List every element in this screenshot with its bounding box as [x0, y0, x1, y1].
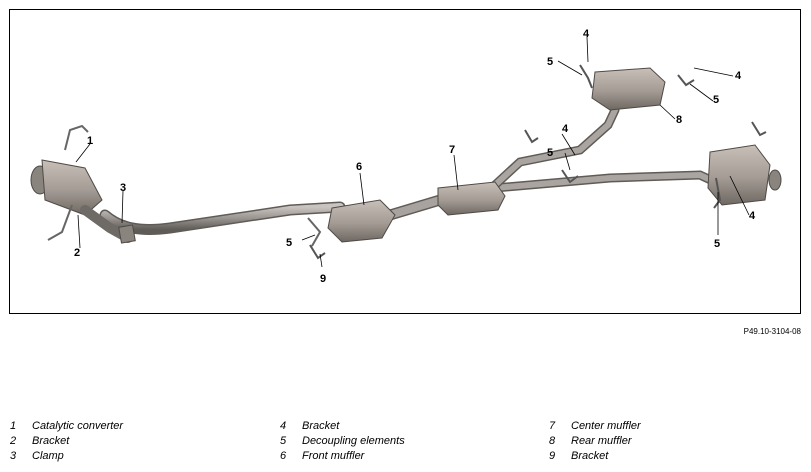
- legend-number: 2: [10, 435, 17, 447]
- callout-1: 1: [87, 135, 93, 147]
- callout-5-d: 5: [286, 237, 292, 249]
- callout-9: 9: [320, 273, 326, 285]
- front-muffler: [307, 199, 396, 247]
- callout-7: 7: [449, 144, 455, 156]
- legend-label: Catalytic converter: [32, 420, 124, 432]
- figure-reference-code: P49.10-3104-08: [743, 327, 801, 336]
- legend-label: Center muffler: [571, 420, 641, 432]
- callout-5-e: 5: [714, 238, 720, 250]
- callout-3: 3: [120, 182, 126, 194]
- legend-number: 9: [549, 450, 556, 462]
- legend-number: 1: [10, 420, 17, 432]
- legend-number: 7: [549, 420, 556, 432]
- legend-label: Bracket: [571, 450, 609, 462]
- callout-4-c: 4: [735, 70, 742, 82]
- rear-muffler-lower: [707, 144, 782, 206]
- legend-label: Front muffler: [302, 450, 365, 462]
- diagram-frame: 1 2 3 4 4 4 4 5 5 5 5 5 6 7 8 9: [9, 9, 801, 314]
- legend-label: Decoupling elements: [302, 435, 405, 447]
- legend-number: 8: [549, 435, 556, 447]
- rear-muffler-upper: [591, 67, 666, 111]
- legend-number: 6: [280, 450, 287, 462]
- clamp: [118, 224, 136, 244]
- center-muffler: [437, 181, 506, 216]
- callout-6: 6: [356, 161, 362, 173]
- brackets-and-decoupling-elements: [309, 64, 767, 260]
- callout-4-b: 4: [562, 123, 569, 135]
- legend-number: 5: [280, 435, 287, 447]
- callout-5-a: 5: [547, 56, 553, 68]
- legend-label: Bracket: [302, 420, 340, 432]
- leader-lines: [75, 36, 750, 268]
- callout-5-b: 5: [713, 94, 719, 106]
- callout-4-a: 4: [583, 28, 590, 40]
- main-exhaust-pipe: [99, 105, 720, 235]
- legend-number: 4: [280, 420, 287, 432]
- callout-8: 8: [676, 114, 682, 126]
- exhaust-system-illustration: 1 2 3 4 4 4 4 5 5 5 5 5 6 7 8 9: [30, 28, 782, 285]
- legend-label: Rear muffler: [571, 435, 632, 447]
- callout-2: 2: [74, 247, 80, 259]
- callout-5-c: 5: [547, 147, 553, 159]
- legend-number: 3: [10, 450, 17, 462]
- callout-4-d: 4: [749, 210, 756, 222]
- legend-label: Bracket: [32, 435, 70, 447]
- legend-label: Clamp: [32, 450, 64, 462]
